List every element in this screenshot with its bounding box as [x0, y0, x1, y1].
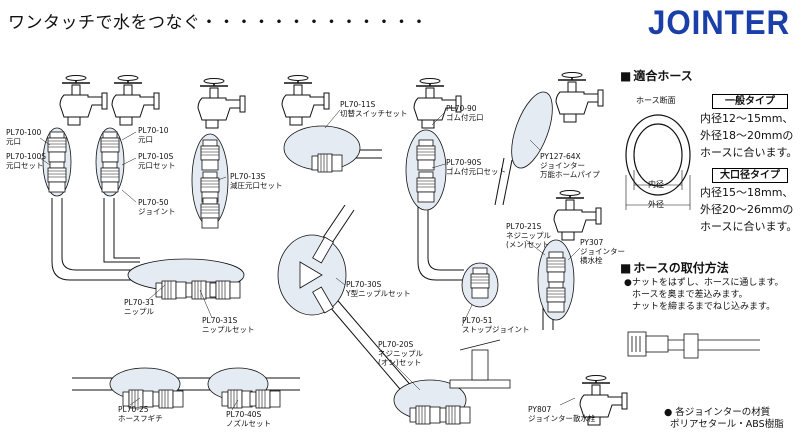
page-title: ワンタッチで水をつなぐ・・・・・・・・・・・・・: [8, 13, 428, 33]
install-section-title: ホースの取付方法: [620, 259, 728, 276]
hose-cross-section-label: ホース断面: [636, 96, 676, 105]
install-illustration: [627, 331, 760, 359]
material-note: ● 各ジョインターの材質ポリアセタール・ABS樹脂: [664, 407, 784, 430]
outer-diameter-label: 外径: [648, 200, 664, 209]
type-general-spec: 内径12～15mm、外径18～20mmのホースに合います。: [700, 112, 798, 159]
hose-section-title: 適合ホース: [620, 67, 692, 84]
faucet-icon-1: [59, 74, 108, 126]
faucet-icon-2: [111, 74, 160, 126]
faucet-icon-4: [281, 74, 330, 126]
y-nipple-icon: [299, 236, 334, 314]
inner-diameter-label: 内径: [648, 180, 664, 189]
brand-logo: JOINTER: [648, 4, 791, 42]
hose-cross-section: [625, 114, 691, 210]
faucet-icon-6: [555, 71, 604, 123]
type-general-badge: 一般タイプ: [712, 94, 788, 109]
install-steps: ●ナットをはずし、ホースに通します。ホースを奥まで差込みます。ナットを締まるまで…: [624, 278, 784, 312]
type-large-badge: 大口径タイプ: [712, 168, 788, 183]
hose-lines: [51, 149, 554, 396]
sprinkler-icon: [449, 339, 511, 389]
leader-lines: [39, 109, 581, 411]
faucet-icon-7: [553, 189, 602, 241]
highlight-bubbles: [42, 91, 575, 421]
faucet-icon-3: [197, 77, 246, 129]
type-large-spec: 内径15～18mm、外径20～26mmのホースに合います。: [700, 186, 798, 233]
